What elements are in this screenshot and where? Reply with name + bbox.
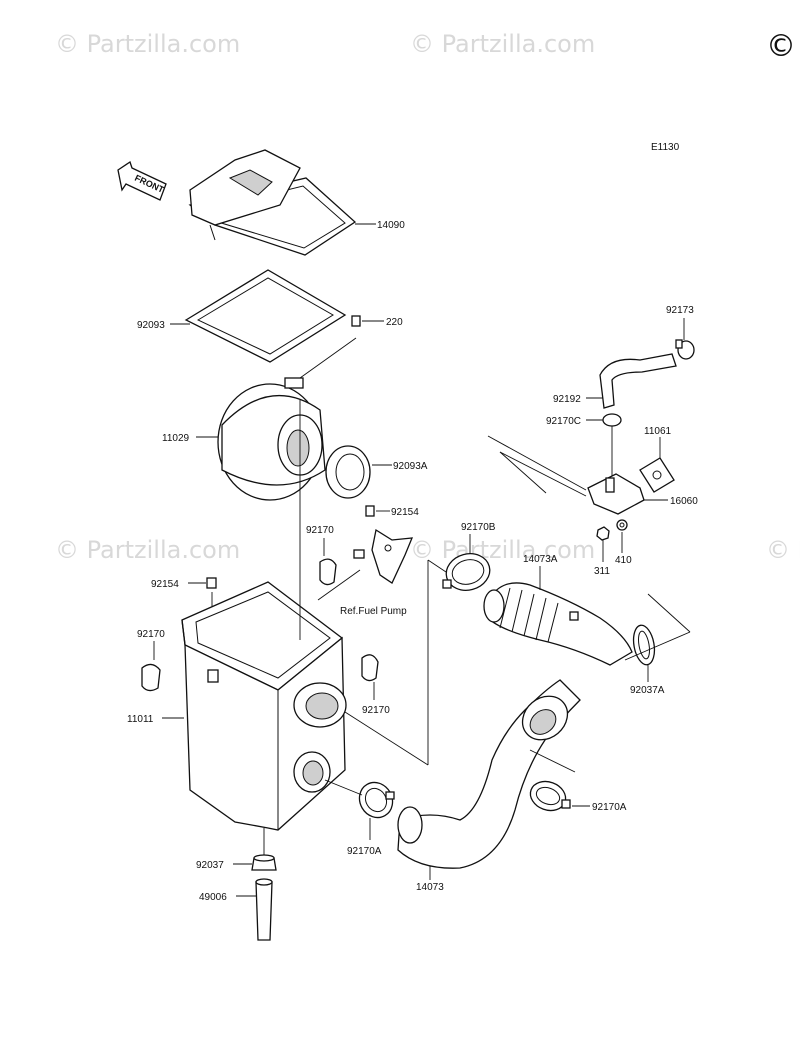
clamp-92170B [442,534,491,591]
clamp-92037 [233,828,277,871]
label-92170B: 92170B [461,522,496,533]
label-92170-left: 92170 [137,629,165,640]
leader-line [427,559,447,573]
front-arrow-icon: FRONT [117,160,167,201]
breather-fitting [487,435,645,515]
duct-14073A [483,566,633,666]
breather-hose [586,318,695,409]
label-92170A-bottom: 92170A [347,846,382,857]
label-311: 311 [594,566,610,577]
label-92173: 92173 [666,305,694,316]
label-92037: 92037 [196,860,224,871]
label-92170A-right: 92170A [592,802,627,813]
label-14073: 14073 [416,882,444,893]
label-92154-left: 92154 [151,579,179,590]
fuel-pump-bracket [317,528,414,601]
washer-410 [616,519,628,553]
diagram-code: E1130 [651,142,680,153]
watermark: © Partzilla.com [410,30,595,58]
label-92093: 92093 [137,320,165,331]
label-92170-right: 92170 [362,705,390,716]
bolt-92154 [365,505,390,517]
clamp-92170A-right [529,749,590,812]
label-16060: 16060 [670,496,698,507]
watermark: © P [766,29,800,64]
drain-49006 [236,878,273,941]
label-92170-mid: 92170 [306,525,334,536]
watermark: © P [766,536,800,564]
leader-line [344,711,429,766]
watermark: © Partzilla.com [55,536,240,564]
air-filter-element [196,377,326,501]
label-92154-top: 92154 [391,507,419,518]
label-11029: 11029 [162,433,190,444]
cleaner-seal [170,269,347,363]
label-49006: 49006 [199,892,227,903]
air-cleaner-housing [162,400,347,831]
label-14090: 14090 [377,220,405,231]
label-14073A: 14073A [523,554,558,565]
label-92037A: 92037A [630,685,665,696]
label-ref-fuel-pump: Ref.Fuel Pump [340,606,407,617]
clip-92170-right [361,654,379,700]
seal-ring [325,445,392,499]
label-92093A: 92093A [393,461,428,472]
nut-311 [596,526,610,562]
label-92170C: 92170C [546,416,581,427]
screw-220 [299,315,384,379]
label-220: 220 [386,317,403,328]
clamp-92170A-bottom [324,779,395,840]
intake-duct [397,679,581,880]
clip-92170C [586,413,622,478]
label-11061: 11061 [644,426,672,437]
label-11011: 11011 [127,714,154,725]
gasket-11061 [639,437,675,501]
clamp-92037A [624,593,691,682]
clip-92170 [319,538,337,586]
label-410: 410 [615,555,632,566]
clip-92170-left [141,641,161,692]
label-92192: 92192 [553,394,581,405]
watermark: © Partzilla.com [55,30,240,58]
watermark: © Partzilla.com [410,536,595,564]
air-cleaner-cover [188,149,376,256]
